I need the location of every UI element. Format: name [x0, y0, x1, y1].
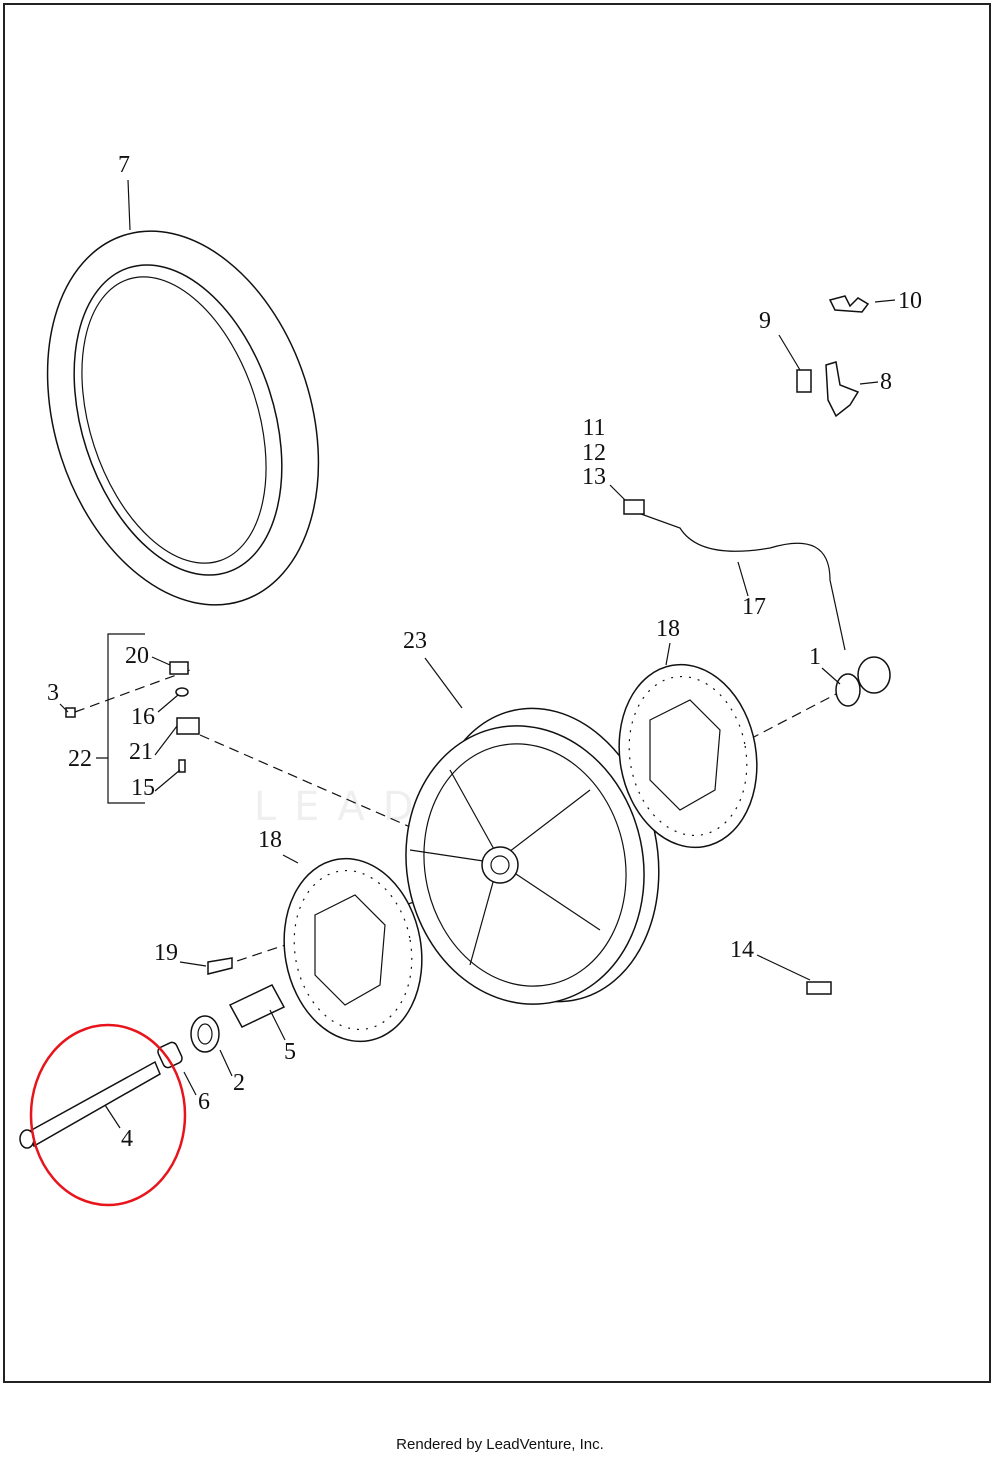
- bracket-plate[interactable]: [825, 361, 860, 418]
- bolt[interactable]: [207, 957, 233, 975]
- callout-23: 23: [403, 628, 427, 654]
- tire[interactable]: [2, 196, 364, 640]
- callout-18-right: 18: [656, 616, 680, 642]
- callout-3: 3: [47, 680, 59, 706]
- sleeve[interactable]: [228, 984, 286, 1028]
- cap[interactable]: [65, 707, 76, 718]
- diagram-frame: [3, 3, 991, 1383]
- tpms-sensor[interactable]: [176, 717, 200, 735]
- callout-20: 20: [125, 643, 149, 669]
- axle[interactable]: [19, 1060, 161, 1149]
- callout-15: 15: [131, 775, 155, 801]
- sensor-cable[interactable]: [629, 509, 846, 651]
- o-ring[interactable]: [175, 687, 189, 697]
- callout-9: 9: [759, 308, 771, 334]
- callout-22: 22: [68, 746, 92, 772]
- valve[interactable]: [169, 661, 189, 675]
- callout-14: 14: [730, 937, 754, 963]
- clip[interactable]: [828, 295, 870, 313]
- callout-11: 11: [582, 415, 605, 441]
- callout-16: 16: [131, 704, 155, 730]
- screw[interactable]: [178, 759, 186, 773]
- callout-17: 17: [742, 594, 766, 620]
- callout-7: 7: [118, 152, 130, 178]
- callout-12: 12: [582, 440, 606, 466]
- wheel-bearing[interactable]: [835, 673, 861, 707]
- callout-5: 5: [284, 1039, 296, 1065]
- callout-18-left: 18: [258, 827, 282, 853]
- brake-rotor-right[interactable]: [605, 654, 771, 859]
- callout-13: 13: [582, 464, 606, 490]
- bearing[interactable]: [190, 1015, 220, 1053]
- highlight-circle: [29, 1023, 187, 1207]
- callout-4: 4: [121, 1126, 133, 1152]
- callout-1: 1: [809, 644, 821, 670]
- spacer[interactable]: [156, 1041, 183, 1069]
- callout-19: 19: [154, 940, 178, 966]
- weight[interactable]: [806, 981, 832, 995]
- callout-10: 10: [898, 288, 922, 314]
- wheel[interactable]: [380, 687, 685, 1027]
- sensor-ring[interactable]: [857, 656, 891, 694]
- callout-2: 2: [233, 1070, 245, 1096]
- group-bracket: [96, 633, 145, 804]
- brake-rotor-left[interactable]: [270, 848, 436, 1053]
- callout-8: 8: [880, 369, 892, 395]
- callout-21: 21: [129, 739, 153, 765]
- axis-line: [199, 734, 441, 841]
- axis-line: [74, 669, 191, 713]
- footer-credit: Rendered by LeadVenture, Inc.: [396, 1436, 604, 1453]
- sensor[interactable]: [623, 499, 645, 515]
- bracket[interactable]: [796, 369, 812, 393]
- callout-6: 6: [198, 1089, 210, 1115]
